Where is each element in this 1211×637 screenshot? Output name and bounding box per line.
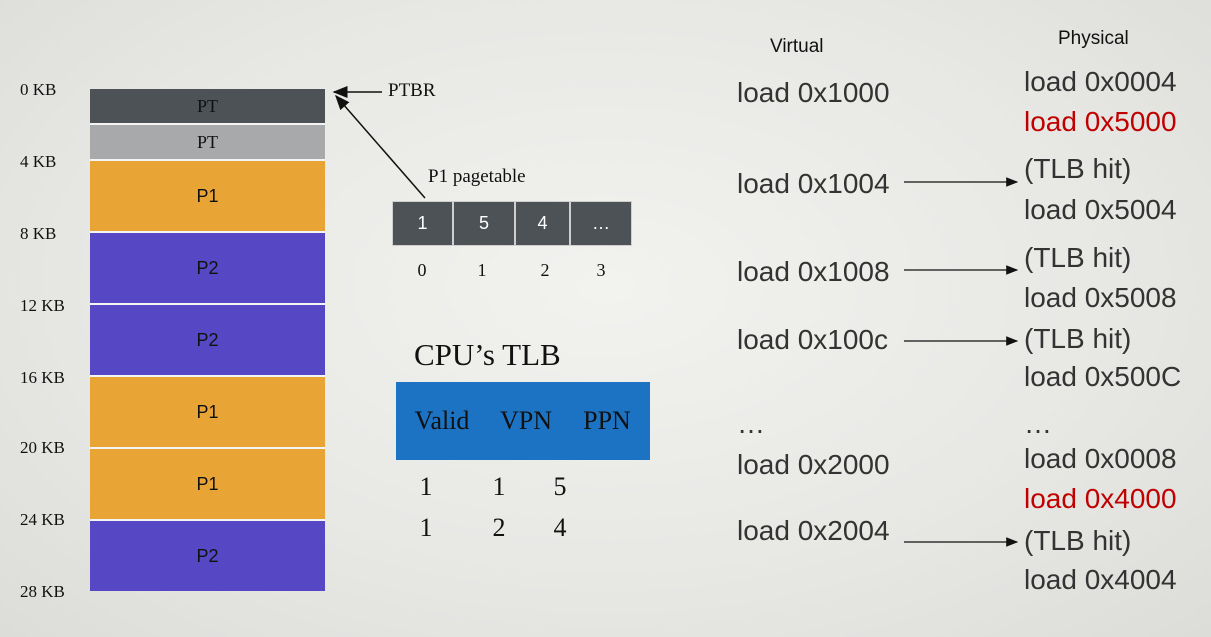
physical-load: load 0x5008 xyxy=(1024,282,1177,313)
tlb-hit-label: (TLB hit) xyxy=(1024,153,1132,184)
physical-load: load 0x0004 xyxy=(1024,66,1177,97)
mem-block-p2: P2 xyxy=(90,233,325,305)
virtual-header: Virtual xyxy=(770,36,824,57)
tlb-header-valid: Valid xyxy=(396,382,488,460)
virtual-load: load 0x2000 xyxy=(737,449,890,480)
virtual-ellipsis: … xyxy=(737,408,765,439)
tlb-cell: 1 xyxy=(492,472,506,501)
mem-block-p2: P2 xyxy=(90,305,325,377)
physical-ellipsis: … xyxy=(1024,408,1052,439)
mem-block-p2: P2 xyxy=(90,521,325,591)
pagetable-arrow xyxy=(335,94,426,199)
pagetable-index: 3 xyxy=(596,260,606,280)
virtual-load: load 0x1008 xyxy=(737,256,890,287)
physical-load: load 0x4004 xyxy=(1024,564,1177,595)
tlb-header-ppn: PPN xyxy=(564,382,650,460)
pagetable-entry: 4 xyxy=(515,201,570,246)
ptbr-label: PTBR xyxy=(388,80,436,101)
mem-block-p1: P1 xyxy=(90,377,325,449)
mem-label-24kb: 24 KB xyxy=(20,510,65,529)
mem-block-p1: P1 xyxy=(90,161,325,233)
tlb-hit-label: (TLB hit) xyxy=(1024,525,1132,556)
physical-load-highlight: load 0x5000 xyxy=(1024,106,1177,137)
virtual-load: load 0x1000 xyxy=(737,77,890,108)
tlb-title: CPU’s TLB xyxy=(414,337,561,372)
physical-header: Physical xyxy=(1058,28,1129,49)
pagetable-title: P1 pagetable xyxy=(428,166,526,187)
pagetable-entry: 1 xyxy=(392,201,453,246)
mem-label-8kb: 8 KB xyxy=(20,224,57,243)
mem-label-28kb: 28 KB xyxy=(20,582,65,601)
tlb-cell: 4 xyxy=(553,513,567,542)
virtual-load: load 0x100c xyxy=(737,324,889,355)
pagetable-index: 0 xyxy=(417,260,427,280)
tlb-hit-label: (TLB hit) xyxy=(1024,242,1132,273)
physical-load: load 0x0008 xyxy=(1024,443,1177,474)
pagetable-index: 1 xyxy=(477,260,487,280)
mem-block-pt-2: PT xyxy=(90,125,325,161)
mem-label-12kb: 12 KB xyxy=(20,296,65,315)
mem-block-pt-1: PT xyxy=(90,89,325,125)
physical-load: load 0x5004 xyxy=(1024,194,1177,225)
tlb-header-vpn: VPN xyxy=(488,382,564,460)
mem-label-0kb: 0 KB xyxy=(20,80,57,99)
mem-block-p1: P1 xyxy=(90,449,325,521)
mem-label-16kb: 16 KB xyxy=(20,368,65,387)
physical-load-highlight: load 0x4000 xyxy=(1024,483,1177,514)
tlb-cell: 5 xyxy=(553,472,567,501)
mem-label-4kb: 4 KB xyxy=(20,152,57,171)
tlb-hit-label: (TLB hit) xyxy=(1024,323,1132,354)
pagetable-index: 2 xyxy=(540,260,550,280)
virtual-load: load 0x1004 xyxy=(737,168,890,199)
pagetable-entry: … xyxy=(570,201,632,246)
mem-label-20kb: 20 KB xyxy=(20,438,65,457)
physical-load: load 0x500C xyxy=(1024,361,1182,392)
pagetable-entry: 5 xyxy=(453,201,515,246)
tlb-cell: 2 xyxy=(492,513,506,542)
tlb-cell: 1 xyxy=(419,513,433,542)
tlb-cell: 1 xyxy=(419,472,433,501)
virtual-load: load 0x2004 xyxy=(737,515,890,546)
